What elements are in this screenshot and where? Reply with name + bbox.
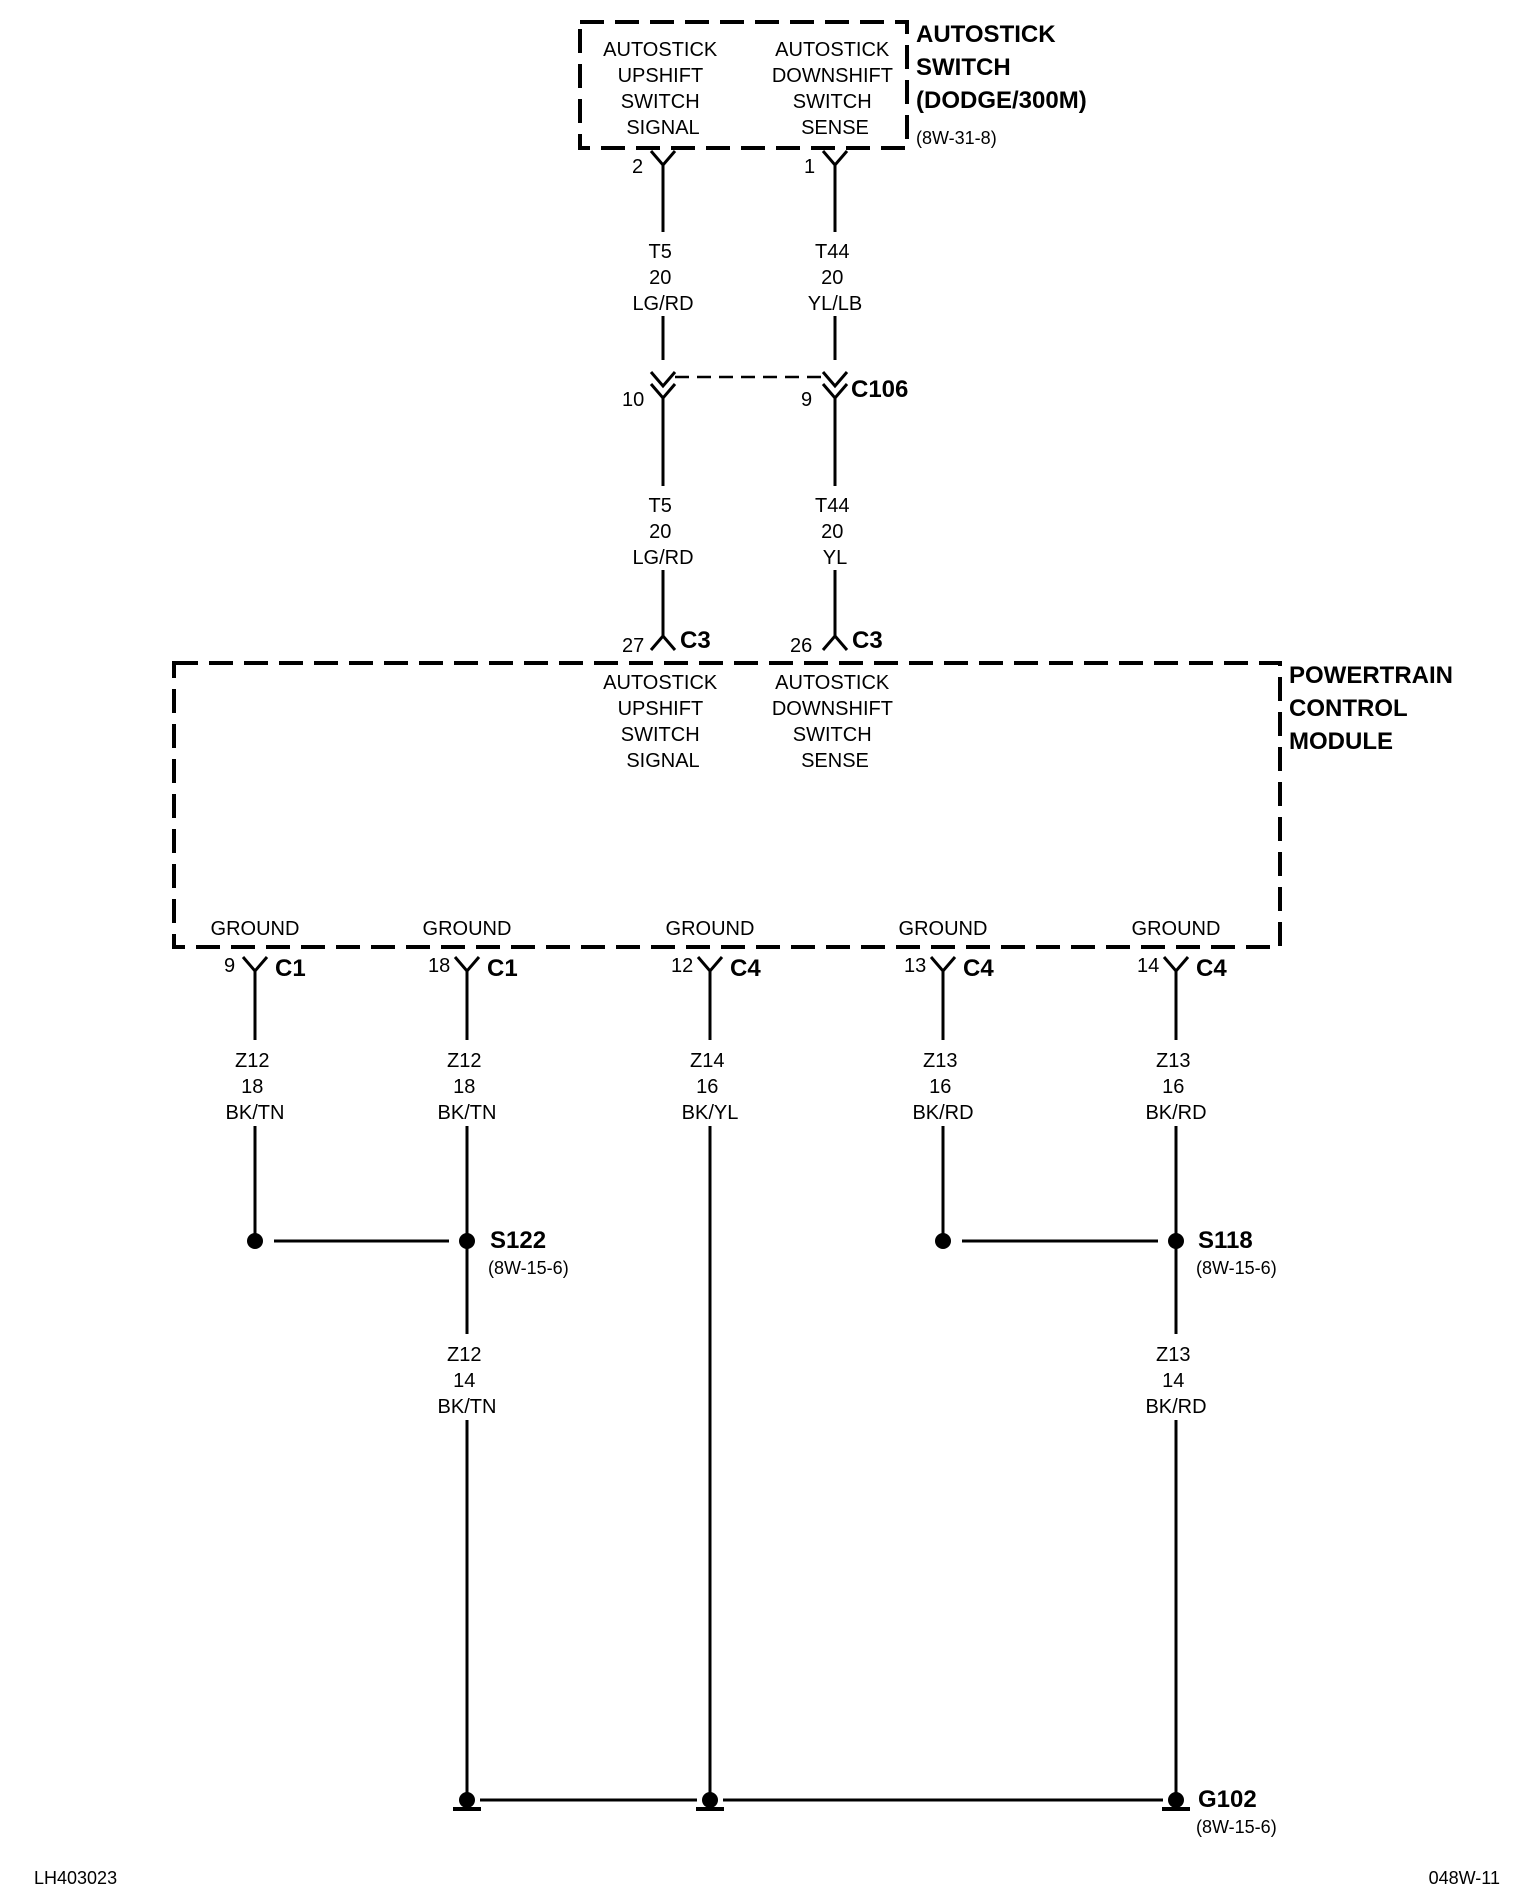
ground-connector: C4 bbox=[963, 955, 994, 982]
ground-node bbox=[459, 1792, 475, 1808]
ground-pin: 9 bbox=[224, 955, 235, 977]
ground-label: GROUND bbox=[666, 918, 755, 940]
ground-pin: 13 bbox=[904, 955, 926, 977]
switch-downshift-label: AUTOSTICK DOWNSHIFT SWITCH SENSE bbox=[772, 39, 898, 139]
diagram-id-left: LH403023 bbox=[34, 1868, 117, 1888]
pcm-upshift-connector: C3 bbox=[680, 627, 711, 654]
ground-node bbox=[702, 1792, 718, 1808]
pcm-downshift-pin: 26 bbox=[790, 635, 812, 657]
ground-wire-label: Z14 16 BK/YL bbox=[682, 1050, 739, 1124]
powertrain-control-module: AUTOSTICK UPSHIFT SWITCH SIGNAL AUTOSTIC… bbox=[172, 661, 1460, 949]
splice-node bbox=[1168, 1233, 1184, 1249]
ground-connector: C4 bbox=[1196, 955, 1227, 982]
ground-connector: C1 bbox=[275, 955, 306, 982]
c106-connector: 10 9 C106 bbox=[622, 371, 908, 411]
pcm-upshift-label: AUTOSTICK UPSHIFT SWITCH SIGNAL bbox=[603, 672, 723, 772]
c106-upshift-terminal bbox=[649, 371, 677, 401]
ground-wire-label: Z12 18 BK/TN bbox=[226, 1050, 285, 1124]
ground-wire-label: Z12 18 BK/TN bbox=[438, 1050, 497, 1124]
downshift-wire-upper-label: T44 20 YL/LB bbox=[808, 241, 862, 315]
autostick-switch: AUTOSTICK UPSHIFT SWITCH SIGNAL AUTOSTIC… bbox=[578, 20, 1087, 150]
ground-circuit-1: GROUND 9 C1 Z12 18 BK/TN bbox=[211, 918, 306, 1241]
pcm-title: POWERTRAIN CONTROL MODULE bbox=[1289, 662, 1460, 755]
splice-s118-ref: (8W-15-6) bbox=[1196, 1258, 1277, 1278]
downshift-wire-middle-label: T44 20 YL bbox=[815, 495, 855, 569]
ground-pin: 18 bbox=[428, 955, 450, 977]
splice-s118: S118 (8W-15-6) Z13 14 BK/RD bbox=[935, 1227, 1277, 1420]
splice-node bbox=[935, 1233, 951, 1249]
ground-circuit-2: GROUND 18 C1 Z12 18 BK/TN bbox=[423, 918, 518, 1796]
ground-g102-label: G102 bbox=[1198, 1786, 1257, 1813]
ground-pin: 14 bbox=[1137, 955, 1159, 977]
pcm-c3-terminals: 27 C3 26 C3 bbox=[622, 627, 883, 657]
c106-downshift-terminal bbox=[821, 371, 849, 401]
ground-label: GROUND bbox=[899, 918, 988, 940]
pcm-downshift-connector: C3 bbox=[852, 627, 883, 654]
autostick-switch-outline bbox=[578, 20, 909, 150]
ground-circuit-4: GROUND 13 C4 Z13 16 BK/RD bbox=[899, 918, 994, 1241]
c106-label: C106 bbox=[851, 376, 908, 403]
pcm-upshift-pin: 27 bbox=[622, 635, 644, 657]
splice-s118-label: S118 bbox=[1198, 1227, 1253, 1254]
splice-s122-ref: (8W-15-6) bbox=[488, 1258, 569, 1278]
pcm-upshift-terminal bbox=[649, 633, 677, 651]
autostick-switch-title: AUTOSTICK SWITCH (DODGE/300M) bbox=[916, 21, 1087, 114]
ground-pin: 12 bbox=[671, 955, 693, 977]
splice-s118-wire-label: Z13 14 BK/RD bbox=[1145, 1344, 1206, 1418]
autostick-switch-ref: (8W-31-8) bbox=[916, 128, 997, 148]
c106-upshift-pin: 10 bbox=[622, 389, 644, 411]
upshift-wire-middle-label: T5 20 LG/RD bbox=[632, 495, 693, 569]
switch-upshift-label: AUTOSTICK UPSHIFT SWITCH SIGNAL bbox=[603, 39, 723, 139]
ground-connector: C1 bbox=[487, 955, 518, 982]
ground-wire-label: Z13 16 BK/RD bbox=[1145, 1050, 1206, 1124]
splice-s122-label: S122 bbox=[490, 1227, 546, 1254]
ground-g102-ref: (8W-15-6) bbox=[1196, 1817, 1277, 1837]
ground-wire-label: Z13 16 BK/RD bbox=[912, 1050, 973, 1124]
ground-g102: G102 (8W-15-6) bbox=[453, 1786, 1277, 1837]
splice-node bbox=[247, 1233, 263, 1249]
switch-downshift-pin: 1 bbox=[804, 156, 815, 178]
diagram-id-right: 048W-11 bbox=[1429, 1868, 1500, 1888]
splice-s122: S122 (8W-15-6) Z12 14 BK/TN bbox=[247, 1227, 569, 1420]
c106-downshift-pin: 9 bbox=[801, 389, 812, 411]
ground-circuit-3: GROUND 12 C4 Z14 16 BK/YL bbox=[666, 918, 761, 1796]
ground-circuit-5: GROUND 14 C4 Z13 16 BK/RD bbox=[1132, 918, 1227, 1796]
ground-label: GROUND bbox=[1132, 918, 1221, 940]
ground-connector: C4 bbox=[730, 955, 761, 982]
upshift-wire-upper-label: T5 20 LG/RD bbox=[632, 241, 693, 315]
pcm-downshift-terminal bbox=[821, 633, 849, 651]
pcm-downshift-label: AUTOSTICK DOWNSHIFT SWITCH SENSE bbox=[772, 672, 898, 772]
switch-upshift-pin: 2 bbox=[632, 156, 643, 178]
ground-label: GROUND bbox=[423, 918, 512, 940]
ground-label: GROUND bbox=[211, 918, 300, 940]
splice-s122-wire-label: Z12 14 BK/TN bbox=[438, 1344, 497, 1418]
splice-node bbox=[459, 1233, 475, 1249]
pcm-outline bbox=[172, 661, 1282, 949]
ground-node bbox=[1168, 1792, 1184, 1808]
